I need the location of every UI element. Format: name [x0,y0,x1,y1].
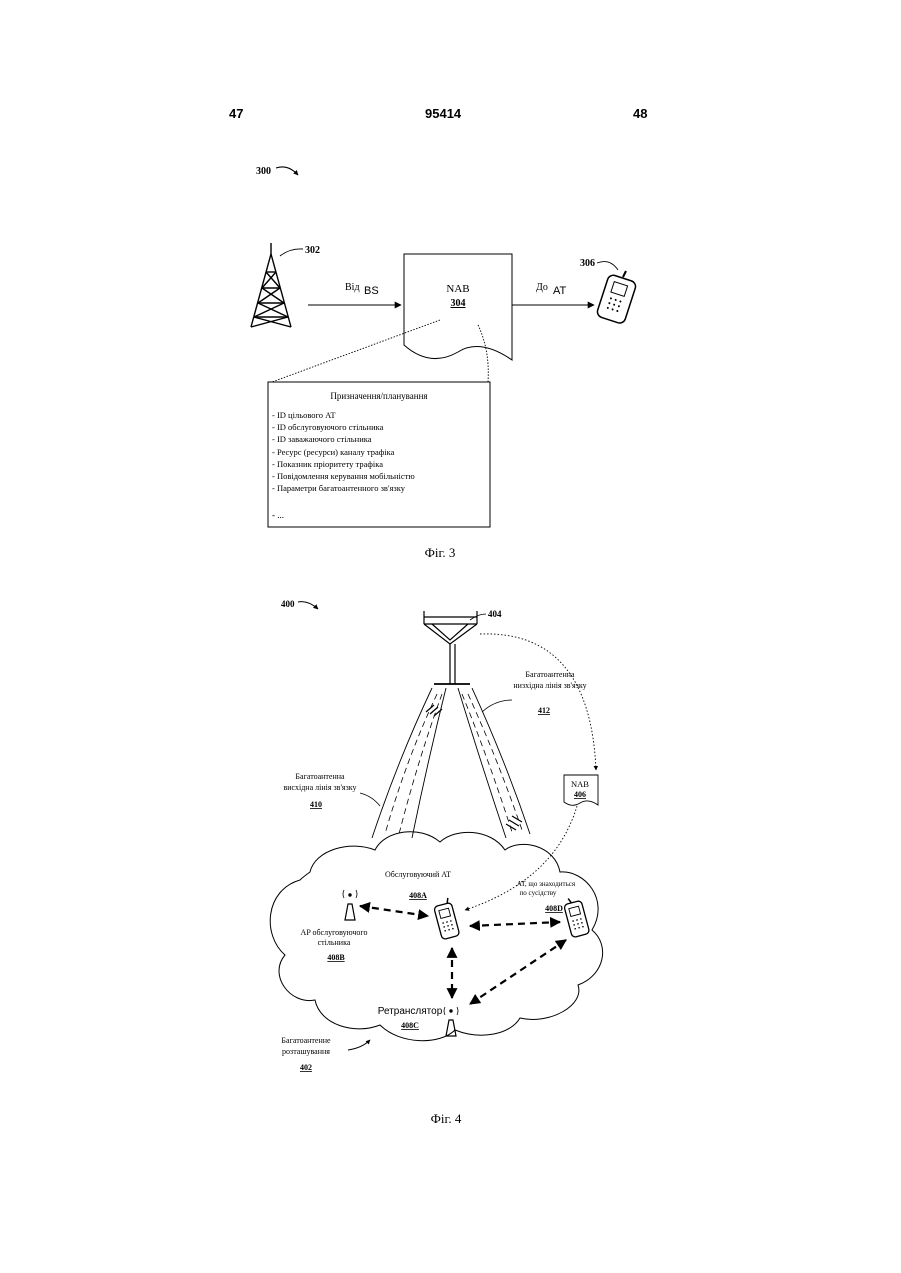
assignment-item: - Параметри багатоантенного зв'язку [272,483,406,493]
relay-label: Ретранслятор [378,1006,443,1017]
to-at-label: AT [553,285,567,297]
downlink-beam [458,688,530,838]
ref-300-arrow [276,167,298,175]
assignment-title: Призначення/планування [330,391,427,401]
relay-ref: 408C [401,1021,419,1030]
assignment-item: - Ресурс (ресурси) каналу трафіка [272,447,395,457]
link-serving-to-neighbor-at [470,922,560,926]
serving-at-label: Обслуговуючий AT [385,870,451,879]
access-terminal-phone-icon [596,271,637,325]
figure-4-caption: Фіг. 4 [431,1111,462,1126]
downlink-label: Багатоантенна [525,670,575,679]
downlink-leader [482,700,512,712]
ap-ref: 408B [327,953,345,962]
access-point-antenna-icon [343,890,357,920]
figure-3-caption: Фіг. 3 [425,545,456,560]
relay-antenna-icon [444,1007,458,1036]
ref-400: 400 [281,599,295,609]
ref-400-arrow [298,602,318,609]
figure-3: 300 302 Від BS NAB 304 До AT [251,166,637,560]
assignment-ellipsis: - ... [272,510,284,520]
nab-406-ref: 406 [574,790,586,799]
to-label: До [536,282,548,293]
neighbor-at-ref: 408D [545,904,563,913]
ref-306-leader [597,262,618,270]
neighbor-at-label: AT, що знаходиться [517,880,576,888]
neighbor-at-label: по сусідству [520,889,557,897]
uplink-label: Багатоантенна [295,772,345,781]
ap-label: стільника [318,938,351,947]
base-station-tower-icon [251,243,291,327]
uplink-beam [372,688,446,838]
ref-404: 404 [488,609,502,619]
nab-ref: 304 [451,298,466,309]
ref-302: 302 [305,245,320,256]
multi-antenna-base-station-icon [424,611,477,684]
deployment-label: розташування [282,1047,330,1056]
deployment-leader [348,1040,370,1050]
assignment-item: - ID обслуговуючого стільника [272,422,384,432]
from-label: Від [345,282,360,293]
ref-302-leader [280,249,303,256]
serving-at-phone-icon [432,897,459,939]
figure-4: 400 404 [270,599,602,1126]
assignment-item: - Показник пріоритету трафіка [272,459,383,469]
uplink-leader [360,793,380,806]
assignment-item: - ID заважаючого стільника [272,434,372,444]
serving-at-ref: 408A [409,891,427,900]
ref-306: 306 [580,258,595,269]
nab-406-label: NAB [571,779,589,789]
assignment-item: - Повідомлення керування мобільністю [272,471,415,481]
link-neighbor-at-to-relay [470,940,566,1004]
uplink-label: висхідна лінія зв'язку [283,783,356,792]
ap-label: AP обслуговуючого [301,928,368,937]
from-bs-label: BS [364,285,379,297]
neighbor-at-phone-icon [562,895,589,937]
assignment-item: - ID цільового AT [272,410,336,420]
deployment-ref: 402 [300,1063,312,1072]
tower-to-nab-arrow [480,634,596,770]
ref-300: 300 [256,166,271,177]
deployment-label: Багатоантенне [281,1036,331,1045]
uplink-ref: 410 [310,800,322,809]
nab-label: NAB [446,283,469,295]
link-ap-to-serving-at [360,906,428,916]
downlink-ref: 412 [538,706,550,715]
